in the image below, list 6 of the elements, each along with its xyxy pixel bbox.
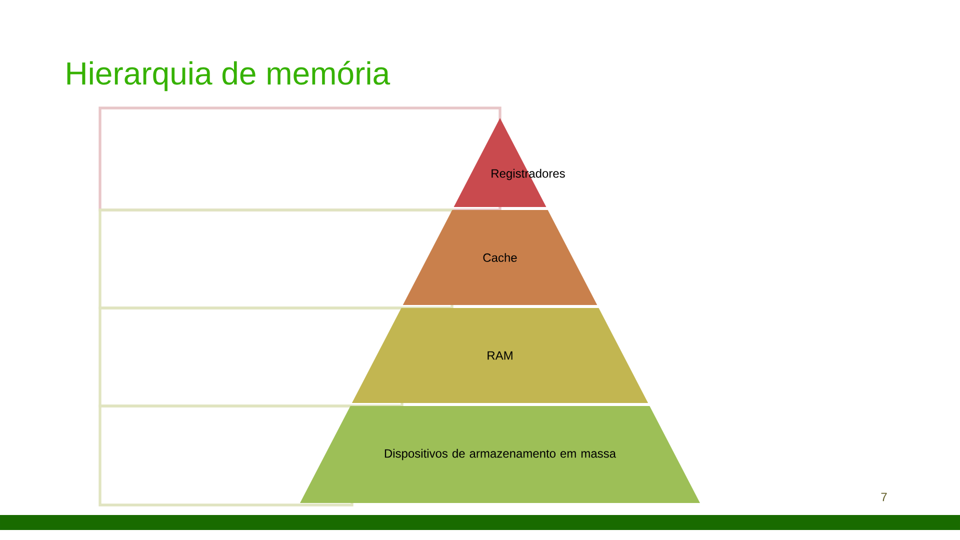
slide-title: Hierarquia de memória	[67, 60, 390, 92]
page-number: 7	[881, 492, 887, 502]
table-box	[98, 208, 454, 310]
pyramid-level: Dispositivos de armazenamento em massa	[300, 406, 700, 503]
pyramid-level: RAM	[352, 308, 648, 403]
pyramid-level: Cache	[402, 210, 598, 305]
